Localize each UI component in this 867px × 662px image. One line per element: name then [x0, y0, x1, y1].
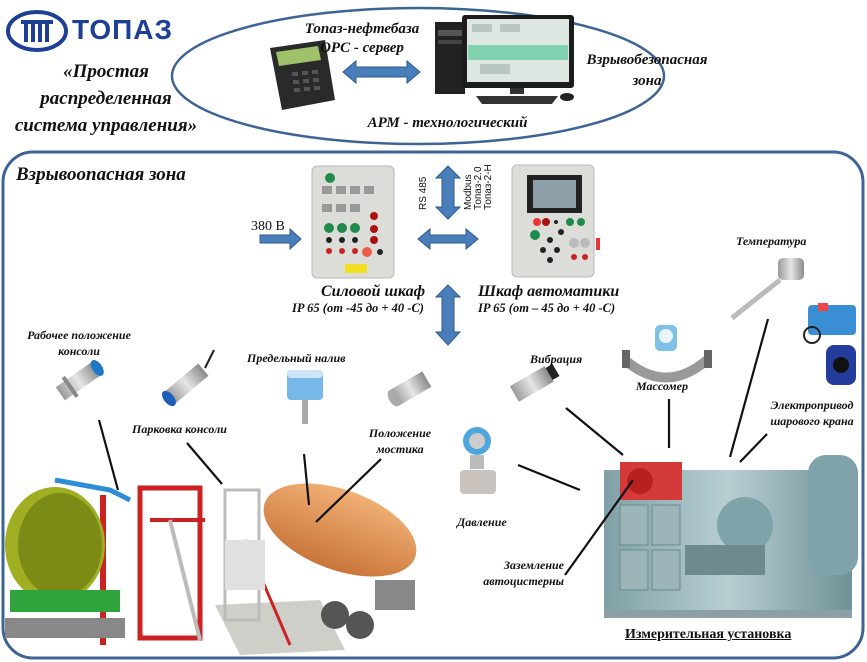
- label-work-position: Рабочее положение консоли: [14, 327, 144, 359]
- safe-zone-title-line: Взрывобезопасная: [586, 52, 708, 68]
- power-cabinet-image: [311, 165, 395, 279]
- label-temperature: Температура: [736, 234, 807, 248]
- vibration-sensor-image: [509, 363, 560, 402]
- workstation-pc-icon: [435, 15, 574, 104]
- slogan: «Простая распределенная система управлен…: [0, 58, 212, 139]
- hazard-zone-border: [1, 150, 865, 660]
- slogan-line: распределенная: [40, 88, 172, 109]
- measuring-unit-label: Измерительная установка: [625, 627, 792, 642]
- inductive-sensor-parking-image: [161, 363, 209, 407]
- label-line: Электропривод: [770, 398, 854, 412]
- slogan-line: «Простая: [63, 61, 149, 82]
- protocol-labels: Modbus Топаз-2.0 Топаз-2-Н: [463, 164, 494, 210]
- safe-zone-title: Взрывобезопасная зона: [572, 50, 722, 92]
- leader-work-position: [97, 419, 120, 491]
- label-parking: Парковка консоли: [132, 422, 227, 436]
- power-cabinet-spec: IP 65 (от -45 до + 40 -С): [292, 301, 424, 315]
- rs485-bus-arrow: [434, 165, 462, 220]
- cabinet-link-arrow: [417, 227, 479, 251]
- opc-server-label: Топаз-нефтебаза OPC - сервер: [292, 20, 432, 58]
- label-line: мостика: [376, 442, 424, 457]
- label-grounding: Заземление автоцистерны: [472, 557, 564, 589]
- opc-link-arrow: [342, 59, 421, 85]
- rs485-label: RS 485: [418, 176, 429, 210]
- automation-cabinet-image: [511, 164, 600, 278]
- leader-temperature: [728, 318, 770, 458]
- leader-vibration: [565, 407, 624, 456]
- logo-text: ТОПАЗ: [72, 14, 174, 45]
- automation-cabinet-spec: IP 65 (от – 45 до + 40 -С): [478, 301, 616, 315]
- inductive-sensor-work-position-image: [55, 360, 104, 401]
- label-bridge: Положение мостика: [360, 425, 440, 457]
- leader-pressure: [517, 463, 581, 492]
- leader-parking: [186, 442, 223, 485]
- label-line: Положение: [368, 426, 432, 440]
- hazard-zone-title: Взрывоопасная зона: [16, 164, 186, 185]
- label-line: шарового крана: [770, 414, 854, 429]
- label-massmeter: Массомер: [636, 379, 688, 393]
- measuring-unit-image: [604, 455, 858, 618]
- field-bus-arrow: [434, 284, 462, 346]
- label-line: консоли: [58, 344, 100, 359]
- pressure-transmitter-image: [460, 427, 496, 494]
- label-overfill: Предельный налив: [247, 351, 346, 365]
- leader-grounding: [564, 479, 634, 576]
- topaz-logo-icon: [6, 10, 68, 52]
- opc-server-line: OPC - сервер: [320, 40, 404, 56]
- protocol-label: Топаз-2-Н: [483, 164, 494, 210]
- automation-cabinet-name: Шкаф автоматики: [478, 283, 620, 300]
- power-cabinet-name: Силовой шкаф: [320, 283, 426, 300]
- massmeter-image: [621, 325, 712, 383]
- ball-valve-actuator-image: [803, 303, 856, 385]
- card-terminal-icon: [270, 40, 335, 110]
- leader-overfill: [302, 453, 311, 506]
- label-line: Заземление: [503, 558, 564, 572]
- label-pressure: Давление: [457, 515, 507, 529]
- slogan-line: система управления»: [14, 115, 198, 136]
- label-vibration: Вибрация: [530, 352, 583, 366]
- leader-actuator: [739, 433, 768, 463]
- power-input-label: 380 В: [251, 219, 285, 234]
- inductive-sensor-bridge-image: [387, 371, 432, 407]
- label-line: автоцистерны: [483, 574, 564, 589]
- power-cabinet-caption: Силовой шкаф IP 65 (от -45 до + 40 -С): [248, 283, 468, 316]
- temperature-sensor-image: [730, 258, 804, 320]
- label-actuator: Электропривод шарового крана: [762, 397, 862, 429]
- automation-cabinet-caption: Шкаф автоматики IP 65 (от – 45 до + 40 -…: [478, 283, 619, 316]
- workstation-label: АРМ - технологический: [367, 115, 528, 131]
- leader-bridge: [315, 458, 382, 523]
- label-line: Рабочее положение: [27, 328, 131, 342]
- tanker-truck-image: [215, 483, 417, 655]
- safe-zone-title-line: зона: [632, 73, 662, 89]
- overfill-sensor-image: [287, 370, 323, 424]
- power-input-arrow: [259, 227, 302, 251]
- leader-lines: [97, 318, 770, 576]
- rail-tank-loading-image: [5, 477, 205, 645]
- opc-server-line: Топаз-нефтебаза: [304, 21, 420, 37]
